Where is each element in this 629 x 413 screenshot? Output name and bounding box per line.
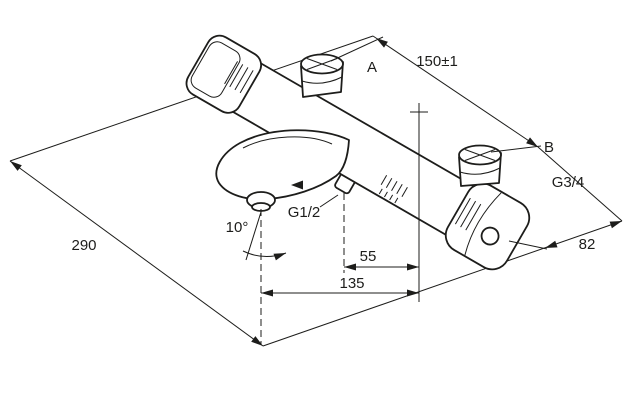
- nut-a-ring: [301, 76, 343, 84]
- angle-10-group: [242, 211, 287, 261]
- thread-g34-label: G3/4: [552, 174, 585, 191]
- left-handle-face: [190, 41, 241, 98]
- dim-290-line: [9, 160, 264, 347]
- dimension-layer: [10, 36, 622, 346]
- dim-150-arrows: [330, 36, 542, 153]
- dim-135-label: 135: [339, 275, 364, 292]
- dim-82-group: [508, 221, 622, 250]
- nut-b-x-mark-2: [464, 149, 496, 161]
- temp-indicator-arrow: [291, 180, 303, 190]
- union-nut-a: [300, 53, 344, 98]
- label-b: B: [544, 139, 554, 156]
- dim-55-group: [344, 263, 419, 271]
- label-a: A: [367, 59, 377, 76]
- dim-290-arrows: [10, 161, 263, 346]
- dim-82-edge: [262, 220, 623, 347]
- spout: [215, 129, 350, 201]
- knob-grip-ridges: [454, 197, 482, 231]
- dim-55-label: 55: [360, 248, 377, 265]
- dim-290-label: 290: [71, 237, 96, 254]
- knob-face-line: [464, 192, 502, 257]
- plane-edge-right: [537, 146, 623, 222]
- extension-line-a: [330, 36, 384, 62]
- thread-g12-label: G1/2: [288, 204, 321, 221]
- dim-150-label: 150±1: [416, 53, 458, 70]
- extension-line-82: [508, 240, 548, 250]
- temperature-scale-ticks: [378, 174, 408, 204]
- dim-82-label: 82: [579, 236, 596, 253]
- dim-135-group: [261, 289, 419, 297]
- g12-leader-line: [319, 194, 339, 208]
- extension-line-b: [490, 145, 542, 153]
- handle-grip-ridges: [224, 61, 254, 94]
- faucet-assembly: [185, 34, 531, 271]
- spout-crease: [242, 136, 333, 149]
- knob-button: [480, 226, 500, 246]
- nut-b-ring: [459, 167, 501, 175]
- angle-label: 10°: [226, 219, 249, 236]
- union-nut-b: [458, 144, 502, 187]
- dim-150-line: [372, 35, 539, 148]
- spout-group: [215, 129, 350, 212]
